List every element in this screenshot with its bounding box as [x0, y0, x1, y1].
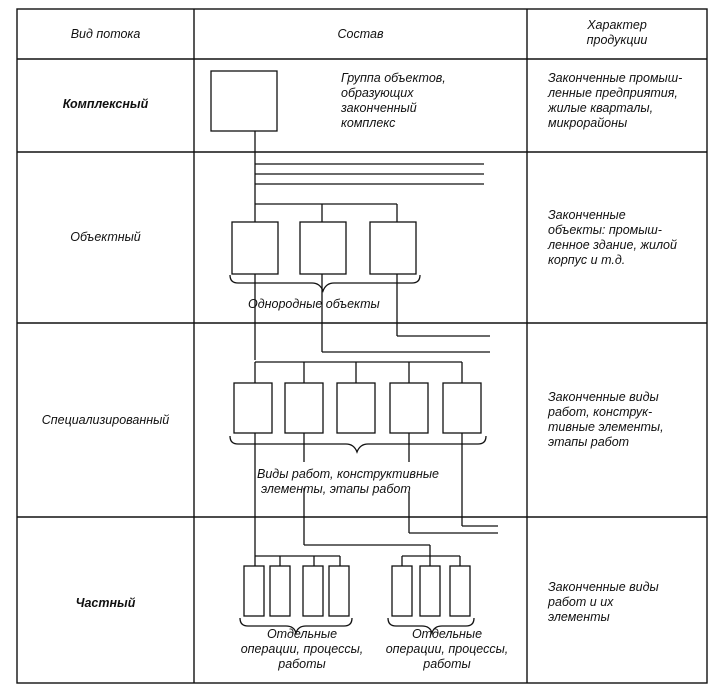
complex-note-line-4: комплекс: [341, 116, 396, 130]
object-box-1: [231, 221, 279, 275]
complex-note: Группа объектов, образующих законченный …: [341, 71, 521, 131]
object-product: Законченные объекты: промыш- ленное здан…: [548, 208, 706, 268]
private-brace-left: [239, 617, 353, 636]
private-note-left-line-3: работы: [278, 657, 326, 671]
specialized-product-line-3: тивные элементы,: [548, 420, 664, 434]
header-type: Вид потока: [70, 27, 141, 41]
object-box-2: [299, 221, 347, 275]
priv-r-box-3: [449, 565, 471, 617]
private-note-right-line-1: Отдельные: [411, 627, 483, 641]
specialized-brace: [229, 435, 487, 454]
private-product: Законченные виды работ и их элементы: [548, 580, 706, 625]
complex-product-line-2: ленные предприятия,: [548, 86, 678, 100]
object-product-line-3: ленное здание, жилой: [548, 238, 677, 252]
row-type-object: Объектный: [70, 230, 141, 244]
priv-l-box-4: [328, 565, 350, 617]
complex-product-line-4: микрорайоны: [548, 116, 628, 130]
private-product-line-3: элементы: [548, 610, 610, 624]
header-product-line-2: продукции: [586, 33, 648, 47]
specialized-product-line-1: Законченные виды: [548, 390, 659, 404]
row-type-specialized: Специализированный: [41, 413, 170, 427]
complex-product: Законченные промыш- ленные предприятия, …: [548, 71, 706, 131]
header-product-line-1: Характер: [587, 18, 647, 32]
object-product-line-2: объекты: промыш-: [548, 223, 662, 237]
table-border: [16, 8, 708, 684]
complex-product-line-1: Законченные промыш-: [548, 71, 683, 85]
complex-note-line-2: образующих: [341, 86, 414, 100]
spec-box-1: [233, 382, 273, 434]
private-product-line-2: работ и их: [548, 595, 614, 609]
specialized-product-line-4: этапы работ: [548, 435, 630, 449]
priv-l-box-3: [302, 565, 324, 617]
object-box-3: [369, 221, 417, 275]
private-note-right-line-2: операции, процессы,: [385, 642, 509, 656]
objects-brace: [229, 274, 421, 293]
private-product-line-1: Законченные виды: [548, 580, 659, 594]
private-brace-right: [387, 617, 475, 636]
specialized-product: Законченные виды работ, конструк- тивные…: [548, 390, 706, 450]
complex-note-line-1: Группа объектов,: [341, 71, 446, 85]
spec-box-2: [284, 382, 324, 434]
private-note-right: Отдельные операции, процессы, работы: [372, 627, 522, 672]
complex-object-box: [210, 70, 278, 132]
object-product-line-4: корпус и т.д.: [548, 253, 626, 267]
spec-box-5: [442, 382, 482, 434]
priv-r-box-1: [391, 565, 413, 617]
objects-note: Однородные объекты: [248, 297, 380, 311]
object-product-line-1: Законченные: [548, 208, 626, 222]
priv-r-box-2: [419, 565, 441, 617]
header-composition: Состав: [337, 27, 384, 41]
private-note-left: Отдельные операции, процессы, работы: [232, 627, 372, 672]
priv-l-box-2: [269, 565, 291, 617]
row-type-complex: Комплексный: [62, 97, 149, 111]
specialized-note-line-1: Виды работ, конструктивные: [257, 467, 439, 481]
private-note-right-line-3: работы: [423, 657, 471, 671]
specialized-note: Виды работ, конструктивные элементы, эта…: [257, 467, 487, 497]
priv-l-box-1: [243, 565, 265, 617]
specialized-note-line-2: элементы, этапы работ: [261, 482, 411, 496]
complex-note-line-3: законченный: [341, 101, 417, 115]
private-note-left-line-1: Отдельные: [266, 627, 338, 641]
complex-product-line-3: жилые кварталы,: [548, 101, 654, 115]
spec-box-4: [389, 382, 429, 434]
row-type-private: Частный: [75, 596, 136, 610]
header-product: Характер продукции: [527, 18, 707, 48]
spec-box-3: [336, 382, 376, 434]
private-note-left-line-2: операции, процессы,: [240, 642, 364, 656]
specialized-product-line-2: работ, конструк-: [548, 405, 653, 419]
